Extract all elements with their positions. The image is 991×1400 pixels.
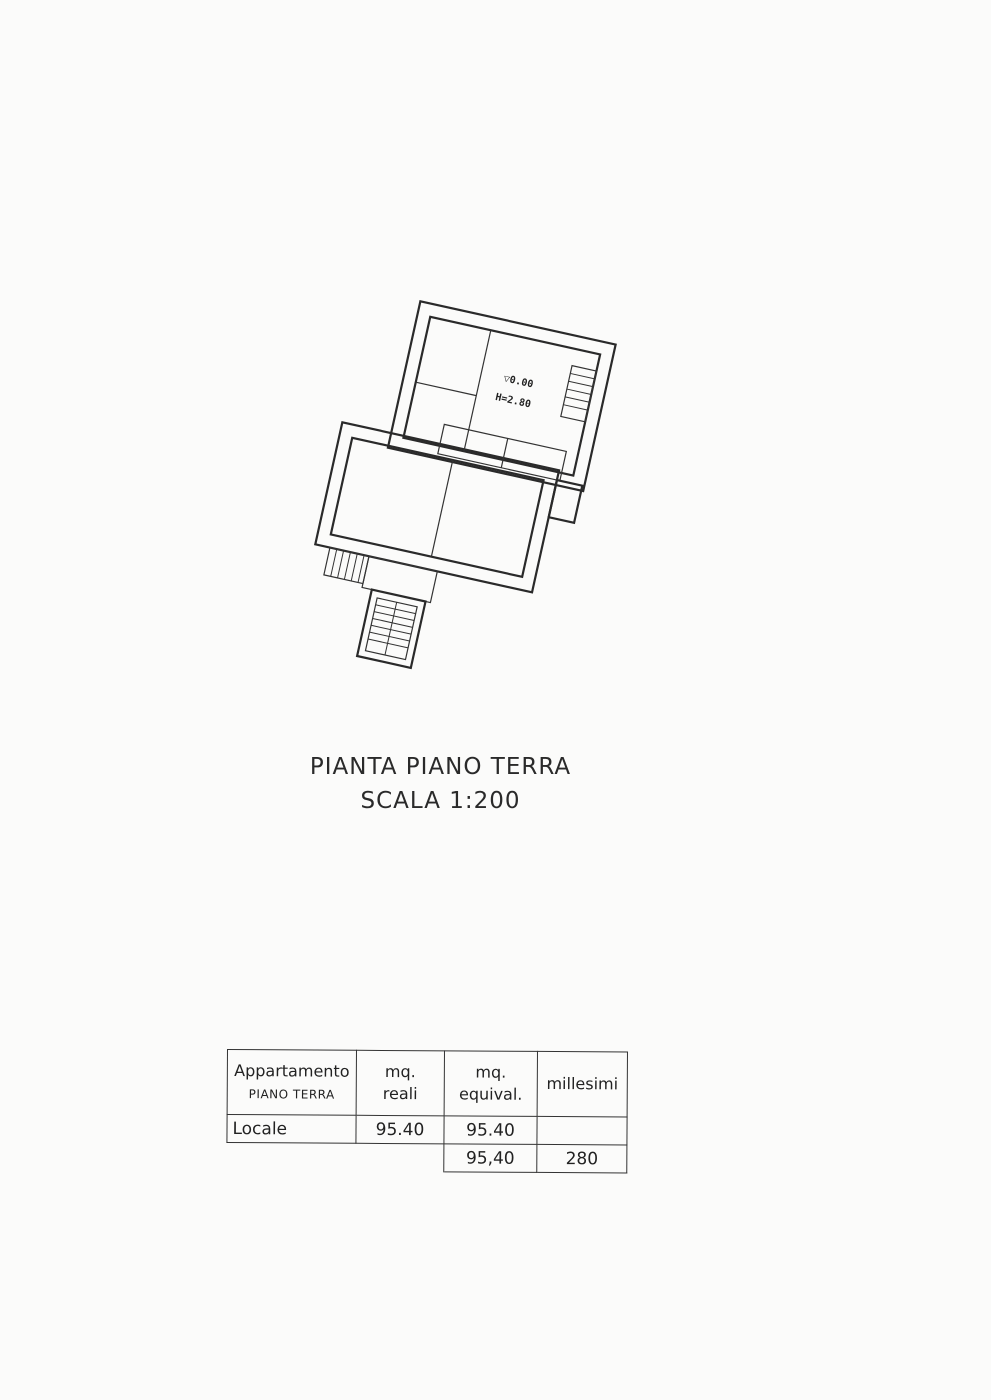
plan-title: PIANTA PIANO TERRA (309, 754, 572, 780)
row-millesimi (536, 1116, 628, 1145)
lower-block-outer-wall (313, 420, 561, 594)
total-millesimi: 280 (536, 1144, 627, 1173)
floor-plan: ▽0.00 H=2.80 (313, 299, 617, 670)
table-total-row: 95,40 280 (227, 1143, 627, 1173)
row-label: Locale (226, 1114, 357, 1144)
external-stair-lower (355, 588, 427, 670)
room-height-label: H=2.80 (494, 392, 532, 411)
total-blank (227, 1143, 356, 1172)
header-apartment: Appartamento PIANO TERRA (227, 1049, 357, 1116)
total-mq-equival: 95,40 (443, 1143, 537, 1173)
external-stair-left-steps (330, 548, 365, 583)
table-header-row: Appartamento PIANO TERRA mq. reali mq. e… (227, 1049, 628, 1117)
header-mq-reali: mq. reali (356, 1050, 445, 1116)
plan-scale: SCALA 1:200 (360, 788, 521, 814)
external-stair-lower-steps (367, 602, 416, 656)
upper-partition (415, 381, 477, 397)
header-mq-equival: mq. equival. (444, 1050, 538, 1117)
upper-partition (463, 330, 492, 452)
table-row: Locale 95.40 95.40 (226, 1114, 628, 1145)
row-mq-reali: 95.40 (355, 1115, 445, 1144)
internal-stair-steps (563, 372, 595, 411)
lower-partition (430, 459, 454, 557)
area-summary-table: Appartamento PIANO TERRA mq. reali mq. e… (226, 1049, 628, 1173)
lower-block-inner-wall (329, 436, 545, 579)
header-millesimi: millesimi (537, 1051, 628, 1117)
side-annex (547, 478, 584, 525)
corridor-partition (500, 438, 509, 468)
internal-stair (560, 364, 598, 423)
corridor (437, 423, 568, 482)
total-blank (355, 1143, 444, 1172)
row-mq-equival: 95.40 (443, 1115, 538, 1145)
level-marker-label: ▽0.00 (502, 373, 534, 390)
upper-block-outer-wall (386, 299, 617, 493)
